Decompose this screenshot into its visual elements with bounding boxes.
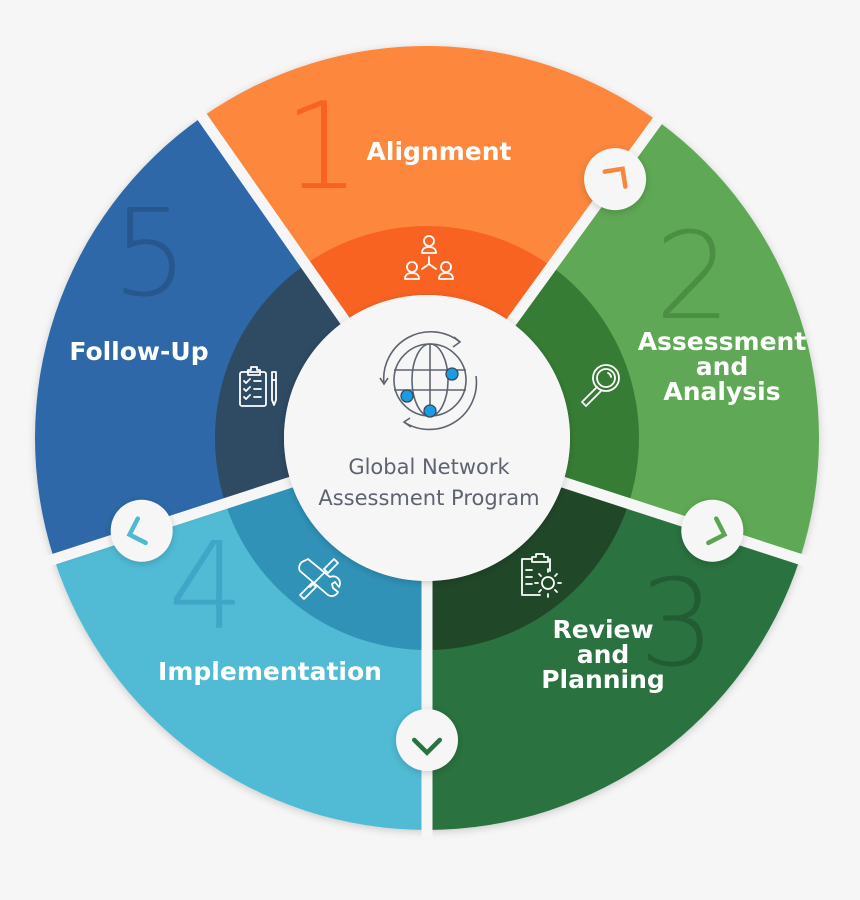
- center-title-line2: Assessment Program: [318, 486, 539, 510]
- segment-outer-5: [34, 116, 307, 560]
- connector-4-to-5: [110, 499, 173, 562]
- step-number-2: 2: [655, 208, 731, 347]
- step-label-line: Follow-Up: [69, 337, 208, 366]
- segment-gap: [193, 107, 353, 329]
- step-label-line: Alignment: [367, 137, 512, 166]
- segment-outer-3: [427, 502, 800, 830]
- connector-1-to-2: [584, 148, 647, 211]
- step-label-line: and: [577, 640, 630, 669]
- connector-circle: [681, 499, 744, 562]
- chevron-icon: [706, 516, 728, 546]
- segment-inner-2: [511, 266, 639, 504]
- segment-outer-2: [550, 120, 820, 560]
- step-label-line: Review: [552, 615, 653, 644]
- segment-inner-3: [427, 482, 629, 650]
- segment-outer-1: [202, 46, 658, 269]
- center-hub: Global Network Assessment Program: [284, 295, 570, 581]
- step-number-5: 5: [112, 185, 188, 324]
- chevron-icon: [602, 166, 628, 189]
- step-number-4: 4: [168, 518, 244, 657]
- step-label-line: Analysis: [663, 377, 780, 406]
- step-label-line: Planning: [541, 665, 665, 694]
- step-label-line: Implementation: [158, 657, 382, 686]
- segment-step-5: [34, 116, 345, 560]
- segments-layer: [34, 46, 820, 830]
- segment-step-3: [427, 482, 800, 830]
- segment-step-2: [511, 120, 820, 560]
- step-label-line: Assessment: [638, 327, 807, 356]
- segment-inner-5: [214, 264, 345, 504]
- connector-2-to-3: [681, 499, 744, 562]
- checklist-pen-icon: [239, 366, 277, 407]
- step-label-1: Alignment: [367, 137, 512, 166]
- segment-gap: [503, 111, 667, 330]
- people-network-icon: [404, 235, 454, 280]
- step-number-1: 1: [284, 78, 360, 217]
- connector-circle: [396, 709, 458, 771]
- chevron-icon: [126, 516, 148, 546]
- connector-circle: [110, 499, 173, 562]
- segment-step-1: [202, 46, 658, 323]
- step-number-3: 3: [639, 555, 715, 694]
- segment-outer-4: [54, 502, 427, 830]
- wrench-screwdriver-icon: [298, 558, 341, 600]
- connector-3-to-4: [396, 709, 458, 771]
- center-circle: [284, 295, 570, 581]
- magnifier-icon: [581, 364, 620, 407]
- icons-layer: [239, 235, 620, 600]
- center-title-line1: Global Network: [348, 455, 510, 479]
- step-label-5: Follow-Up: [69, 337, 208, 366]
- connector-circle: [584, 148, 647, 211]
- step-label-line: and: [696, 352, 749, 381]
- step-label-4: Implementation: [158, 657, 382, 686]
- globe-network-cycle-icon: [379, 330, 478, 431]
- connectors-layer: [110, 148, 744, 771]
- chevron-icon: [412, 737, 442, 756]
- clipboard-gear-icon: [521, 553, 562, 598]
- segment-inner-1: [305, 225, 552, 323]
